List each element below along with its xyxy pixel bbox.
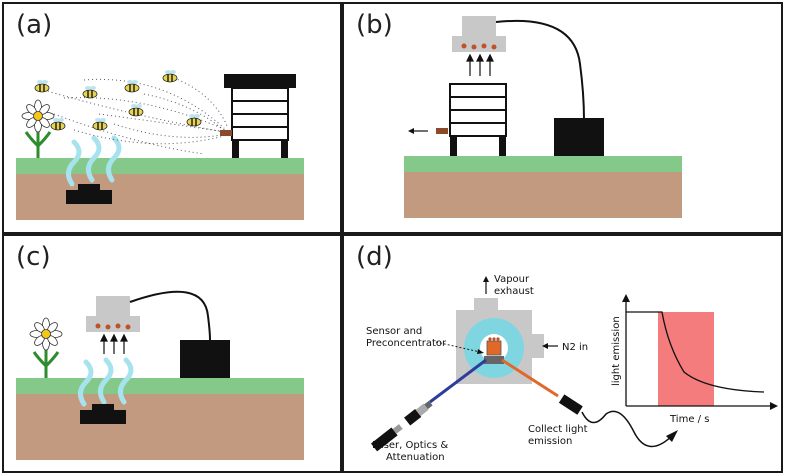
laser-label-1: Laser, Optics & [372,440,448,451]
vapour-exhaust-label-1: Vapour [494,274,530,285]
panel-b: (b) [342,2,783,234]
panel-label-b: (b) [356,10,393,40]
sensor-head [452,16,506,52]
beehive [449,83,507,156]
flower [21,99,55,158]
vapour-wisps [66,135,122,187]
bee-trails [43,77,229,155]
vapour-wisps [78,357,134,407]
decay-curve [626,311,765,393]
sampling-arrows [100,333,128,354]
soil-block [16,174,304,220]
n2-inlet-arrow [542,343,558,349]
bees [34,70,202,131]
sensor-unit [180,340,230,378]
soil-block [16,394,304,460]
n2-inlet-label: N2 in [562,342,588,353]
panel-d: Vapour exhaust N2 in Sensor and Preconce… [342,234,783,473]
panel-label-a: (a) [16,10,53,40]
soil-block [404,172,682,218]
hive-entrance [436,128,448,134]
panel-label-d: (d) [356,242,393,272]
sensor-leader-arrowhead [477,349,484,354]
panel-label-c: (c) [16,242,51,272]
vapour-exhaust-label-2: exhaust [494,286,534,297]
buried-source [66,184,112,204]
buried-source [80,404,126,424]
panel-d-illustration: Vapour exhaust N2 in Sensor and Preconce… [366,274,778,463]
emission-inset-plot [622,294,778,410]
vapour-exhaust-arrow [483,276,489,294]
grass-strip [404,156,682,172]
sensor-leader-line [435,341,481,353]
sensor-unit [554,118,604,156]
measurement-window [658,312,714,406]
beehive [220,74,296,158]
flower [29,317,63,378]
sampling-arrows [466,53,494,76]
emission-collection [501,358,678,448]
panel-c-illustration [16,290,304,460]
sensor-label-2: Preconcentrator [366,338,447,349]
grass-strip [16,378,304,394]
sensor-head [86,296,140,332]
panel-c: (c) [2,234,342,473]
collect-label-2: emission [528,436,572,447]
panel-a-illustration [16,70,304,220]
collect-label-1: Collect light [528,424,588,435]
panel-a: (a) [2,2,342,234]
inset-y-label: light emission [611,316,622,386]
laser-assembly [370,358,487,452]
laser-label-2: Attenuation [386,452,445,463]
inset-x-label: Time / s [669,414,709,425]
panel-b-illustration [404,16,682,218]
sensor-cable [495,20,585,121]
left-arrow [408,128,428,134]
sensor-cable [129,290,211,341]
grass-strip [16,158,304,174]
sensor-label-1: Sensor and [366,326,422,337]
